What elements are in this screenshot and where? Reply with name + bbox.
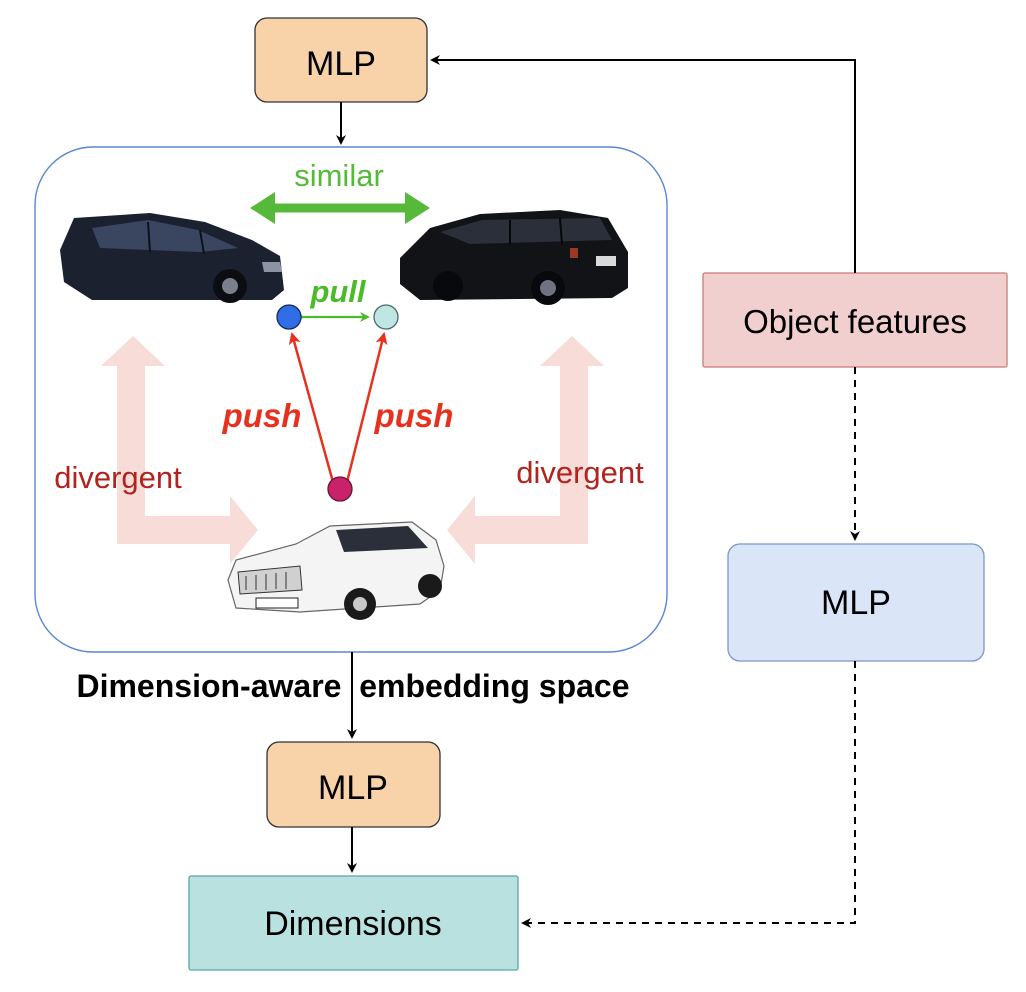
white-sedan-image — [227, 521, 445, 620]
similar-double-arrow — [250, 192, 430, 224]
mlp-top-label: MLP — [306, 45, 376, 83]
pull-label: pull — [309, 274, 366, 309]
object-features-label: Object features — [743, 303, 967, 340]
dimensions-label: Dimensions — [264, 905, 442, 943]
mlp-right-node: MLP — [727, 543, 985, 662]
similar-label: similar — [294, 158, 384, 193]
mlp-bottom-node: MLP — [266, 741, 441, 828]
divergent-left-label: divergent — [54, 460, 182, 495]
mlp-bottom-label: MLP — [318, 769, 388, 807]
push-arrow-right — [338, 332, 388, 494]
embedding-dot-magenta — [327, 476, 353, 502]
embedding-dot-blue — [276, 304, 302, 330]
dark-minivan-right-image — [400, 210, 628, 305]
dimensions-node: Dimensions — [188, 875, 519, 971]
arrow-mlp-right-to-dimensions — [521, 661, 856, 928]
push-left-label: push — [222, 397, 302, 434]
push-right-label: push — [374, 397, 454, 434]
arrow-features-to-mlp-top — [430, 55, 856, 273]
embedding-dot-cyan — [373, 304, 399, 330]
divergent-left-arrow — [101, 336, 258, 564]
divergent-right-arrow — [447, 336, 604, 564]
push-arrow-left — [288, 332, 342, 494]
mlp-top-node: MLP — [254, 17, 428, 103]
object-features-node: Object features — [702, 272, 1008, 368]
divergent-right-label: divergent — [516, 455, 644, 490]
mlp-right-label: MLP — [821, 584, 891, 622]
dark-minivan-left-image — [60, 213, 284, 303]
